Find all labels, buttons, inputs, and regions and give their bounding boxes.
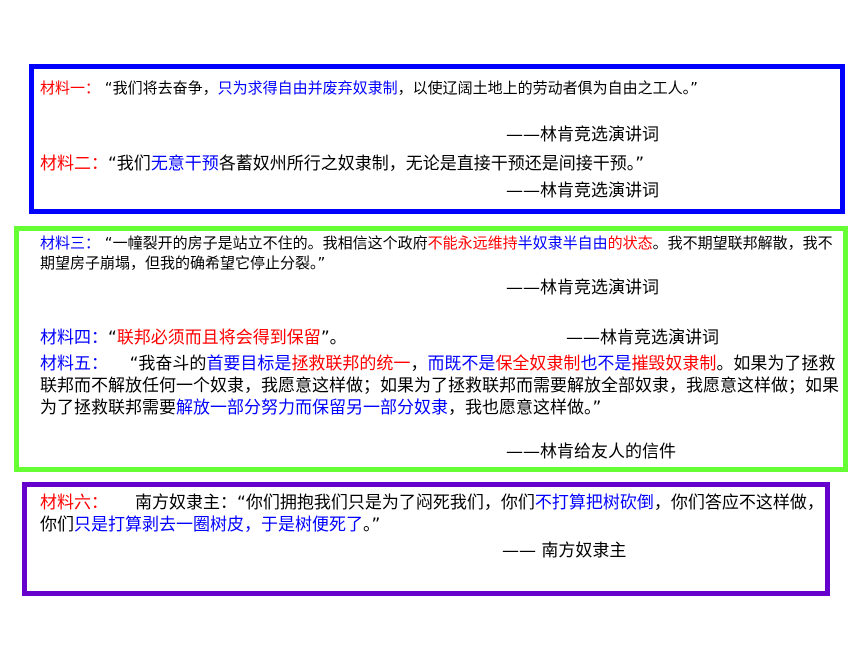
material-3-label: 材料三： xyxy=(40,234,101,252)
material-box-3 xyxy=(22,482,830,596)
material-5-source: ——林肯给友人的信件 xyxy=(506,442,676,462)
material-box-2 xyxy=(14,226,848,472)
material-box-1 xyxy=(29,64,845,214)
material-3-source: ——林肯竞选演讲词 xyxy=(506,278,659,298)
material-1-label: 材料一： xyxy=(40,79,101,97)
material-6-source: —— 南方奴隶主 xyxy=(502,541,627,561)
material-4-source: ——林肯竞选演讲词 xyxy=(566,328,719,348)
material-2-text: 材料二：“我们无意干预各蓄奴州所行之奴隶制，无论是直接干预还是间接干预。” xyxy=(40,154,645,174)
material-3-text: 材料三： “一幢裂开的房子是站立不住的。我相信这个政府不能永远维持半奴隶半自由的… xyxy=(40,234,833,272)
material-6-label: 材料六： xyxy=(40,493,108,513)
material-5-label: 材料五： xyxy=(40,354,108,374)
material-1-source: ——林肯竞选演讲词 xyxy=(506,125,659,145)
material-1-text: 材料一： “我们将去奋争，只为求得自由并废弃奴隶制，以使辽阔土地上的劳动者俱为自… xyxy=(40,79,698,97)
material-5-text: 材料五： “我奋斗的首要目标是拯救联邦的统一，而既不是保全奴隶制也不是摧毁奴隶制… xyxy=(40,354,839,418)
material-4-label: 材料四： xyxy=(40,328,108,348)
material-4-text: 材料四：“联邦必须而且将会得到保留”。 xyxy=(40,328,347,348)
material-2-source: ——林肯竞选演讲词 xyxy=(506,181,659,201)
material-2-label: 材料二： xyxy=(40,154,108,174)
material-6-text: 材料六： 南方奴隶主：“你们拥抱我们只是为了闷死我们，你们不打算把树砍倒，你们答… xyxy=(40,493,824,535)
